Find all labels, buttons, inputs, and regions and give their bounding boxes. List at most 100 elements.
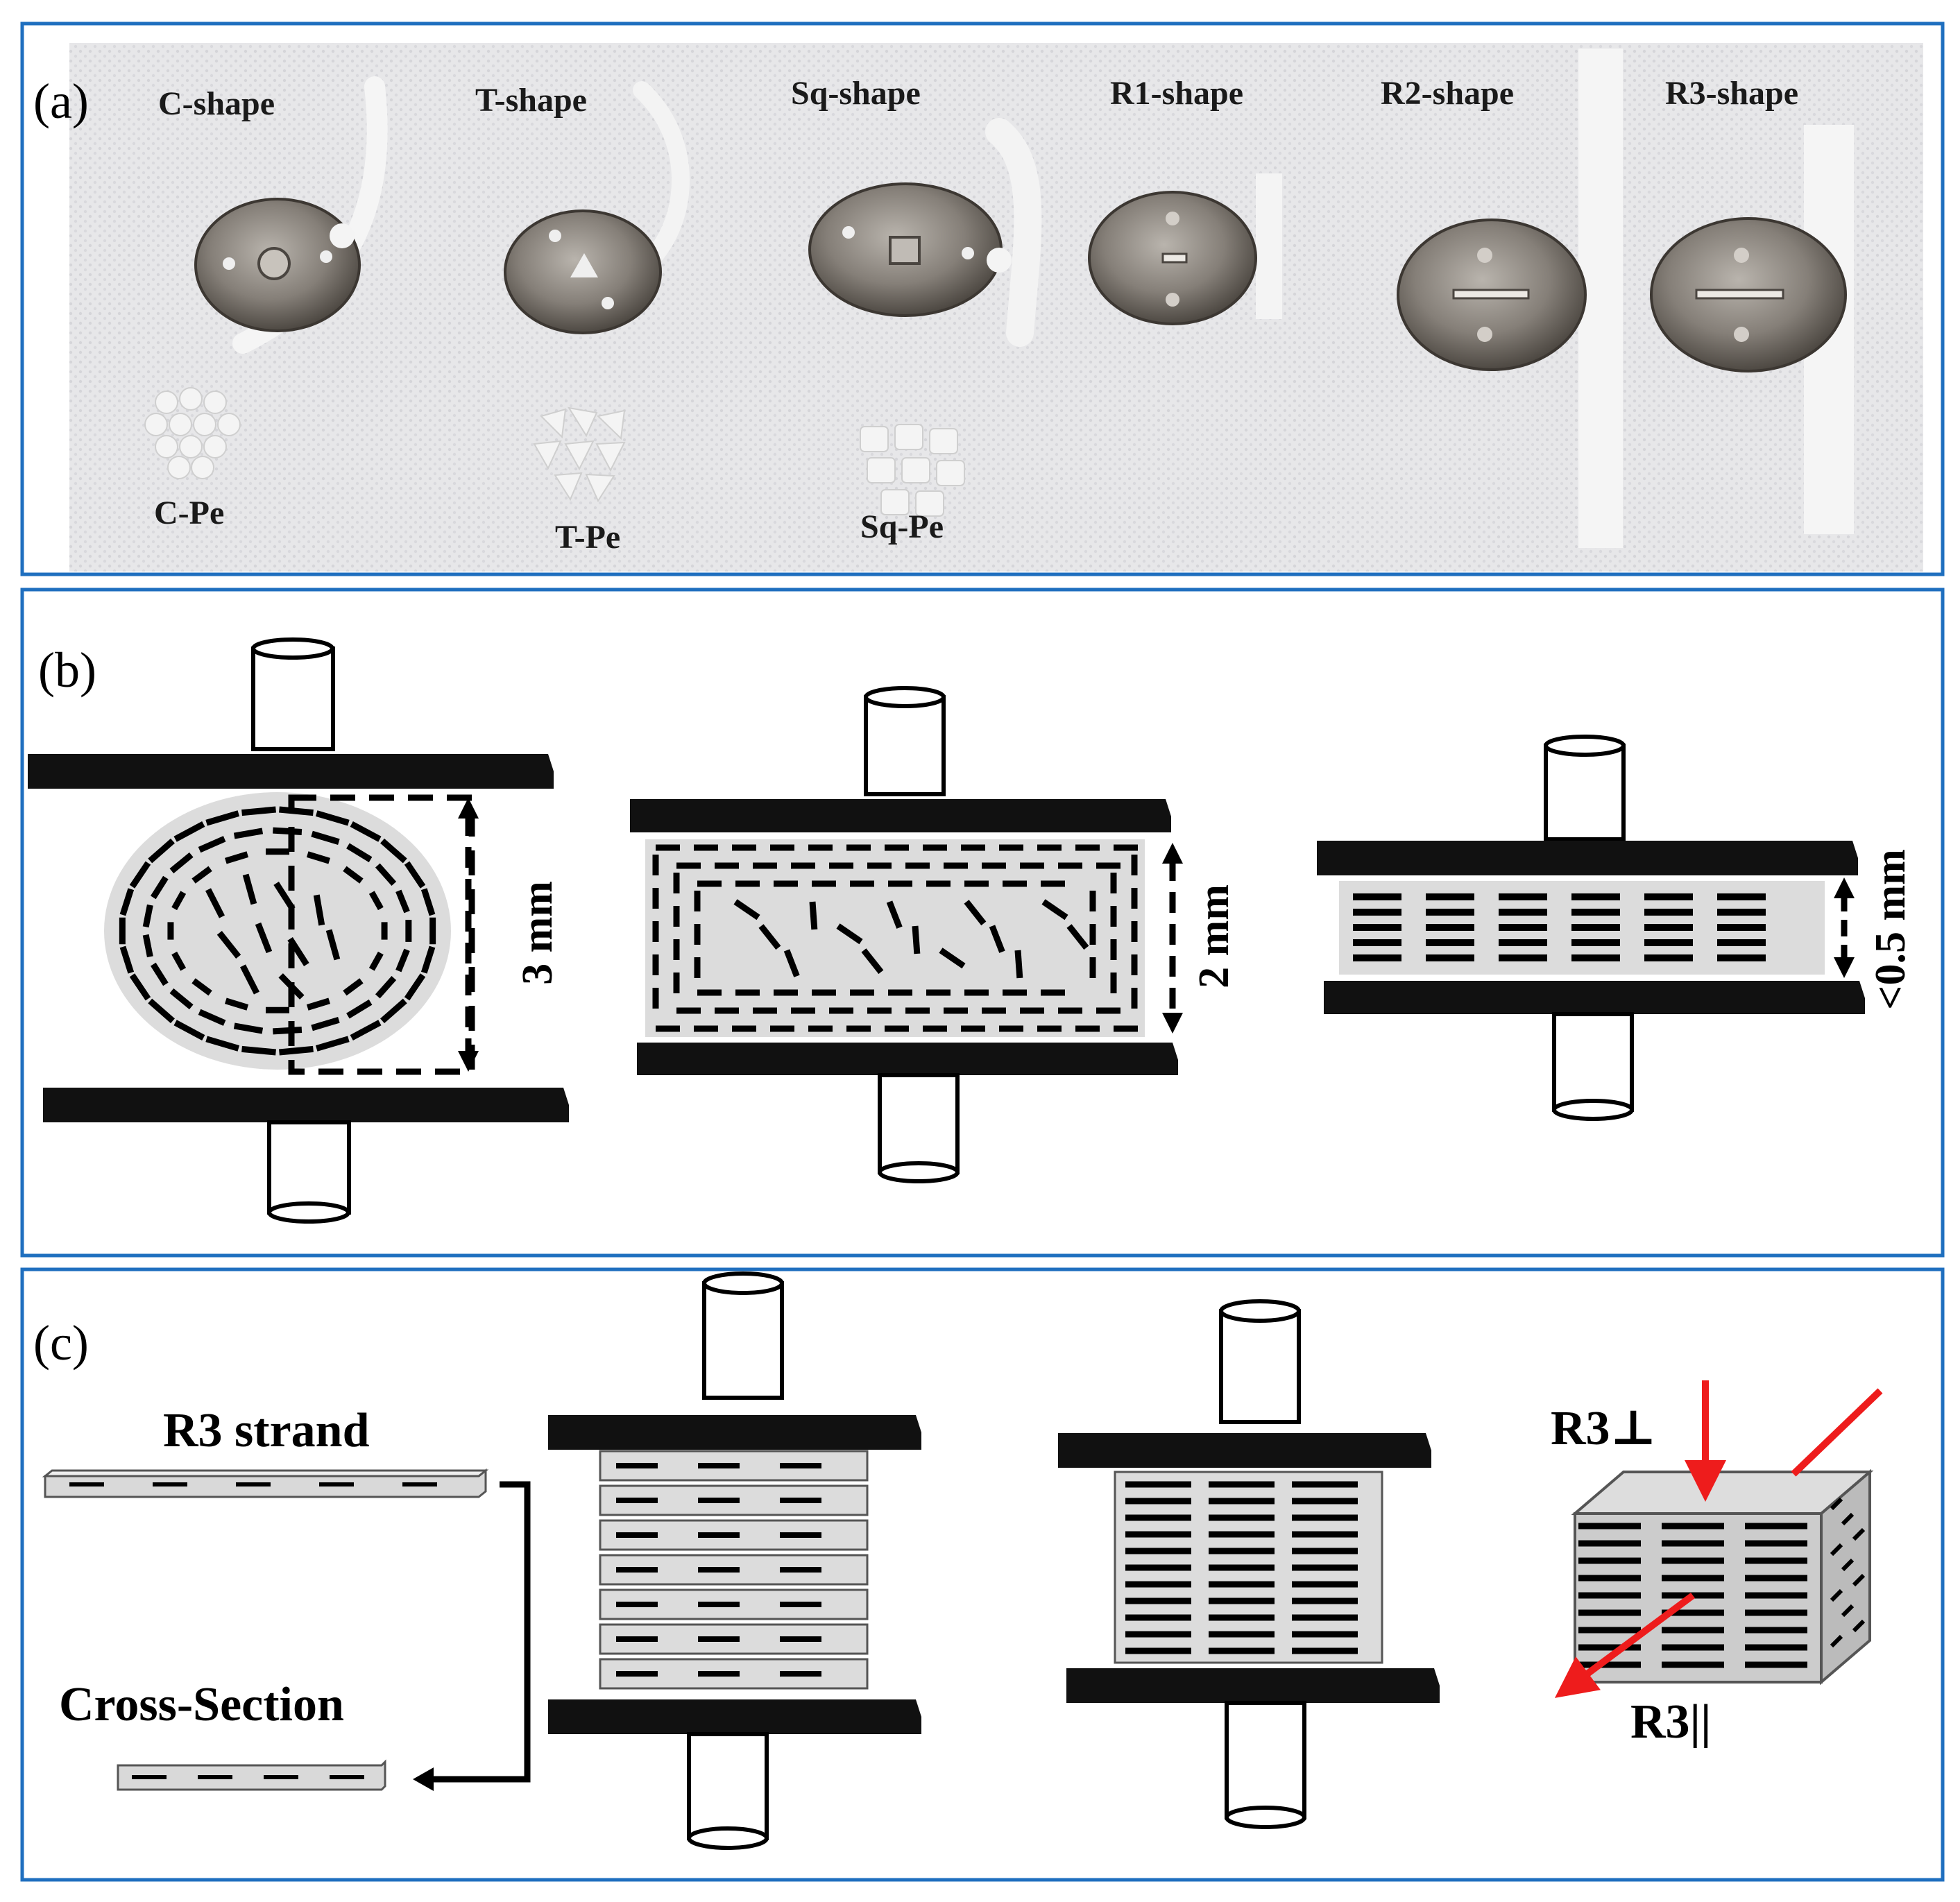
- piston-top: [864, 686, 946, 796]
- die-label-c: C-shape: [158, 85, 275, 122]
- fiber-mark: [375, 863, 397, 886]
- die-sq-shape: [808, 118, 1042, 347]
- r3-strand: [42, 1468, 489, 1498]
- fiber-mark: [279, 1045, 314, 1056]
- block-top-face: [1571, 1471, 1874, 1515]
- fiber-mark: [404, 973, 426, 1001]
- fiber-marks-side: [1830, 1497, 1866, 1648]
- fiber-mark: [198, 836, 226, 853]
- die-label-sq: Sq-shape: [791, 75, 921, 112]
- fiber-mark: [1852, 1573, 1866, 1587]
- die-label-r2: R2-shape: [1381, 75, 1514, 112]
- fiber-mark: [1852, 1527, 1866, 1541]
- fiber-mark: [306, 997, 330, 1011]
- platen-bottom: [43, 1088, 569, 1122]
- fiber-mark: [733, 899, 760, 920]
- press-stage-3: <0.5 mm: [1317, 735, 1914, 1121]
- cross-section-label: Cross-Section: [59, 1678, 344, 1731]
- panel-c: (c) R3 strand Cross-Section: [20, 1267, 1945, 1882]
- cross-section: [117, 1759, 386, 1791]
- stacked-strands: [599, 1450, 869, 1690]
- press-stage-1: 3 mm: [28, 637, 569, 1224]
- fiber-mark: [241, 806, 276, 816]
- platen-top: [548, 1415, 921, 1450]
- fiber-mark: [242, 873, 257, 905]
- pellets-sq: [860, 424, 965, 517]
- press-stage-2: 2 mm: [630, 686, 1238, 1183]
- piston-bottom: [267, 1120, 351, 1224]
- fiber-mark: [129, 973, 151, 1001]
- fiber-mark: [205, 1036, 240, 1052]
- fiber-mark: [375, 976, 397, 999]
- fiber-mark: [964, 900, 987, 926]
- fiber-mark: [809, 901, 818, 930]
- fiber-mark: [150, 875, 169, 900]
- piston-bottom: [878, 1073, 960, 1183]
- piston-bottom: [687, 1732, 769, 1850]
- dimension-label-05mm: <0.5 mm: [1867, 849, 1914, 1010]
- fiber-mark: [119, 888, 135, 916]
- panel-b: (b) 3 mm: [20, 588, 1945, 1258]
- fiber-mark: [171, 891, 187, 911]
- sample-pellet: [104, 792, 451, 1070]
- pellets-c: [144, 387, 241, 479]
- fiber-mark: [1830, 1543, 1843, 1557]
- pellets-t: [533, 406, 626, 503]
- fiber-mark: [783, 949, 800, 977]
- fiber-mark: [173, 821, 205, 842]
- die-r3-shape: [1650, 125, 1854, 534]
- fiber-mark: [395, 948, 410, 973]
- die-label-r3: R3-shape: [1665, 75, 1798, 112]
- fiber-mark: [142, 904, 153, 928]
- fiber-mark: [273, 827, 302, 835]
- fiber-mark: [380, 998, 407, 1024]
- fiber-mark: [233, 1022, 264, 1034]
- panel-a: (a): [20, 22, 1945, 576]
- parallel-arrow: [1554, 1592, 1695, 1698]
- fiber-marks: [1125, 1481, 1358, 1654]
- press-stack-stage: [548, 1271, 921, 1850]
- fiber-mark: [1841, 1512, 1855, 1526]
- piston-bottom: [1552, 1012, 1634, 1121]
- fiber-mark: [171, 951, 187, 971]
- fiber-mark: [225, 997, 249, 1011]
- fiber-mark: [346, 843, 373, 863]
- fiber-mark: [368, 951, 384, 971]
- fiber-mark: [311, 830, 340, 845]
- perp-label: R3⊥: [1551, 1402, 1657, 1455]
- piston-top: [702, 1271, 784, 1400]
- fiber-mark: [1014, 950, 1023, 979]
- platen-bottom: [1324, 981, 1865, 1014]
- fiber-mark: [129, 861, 151, 889]
- fiber-mark: [343, 978, 364, 996]
- press-compressed-stage: [1058, 1299, 1440, 1829]
- fiber-mark: [287, 937, 309, 966]
- fiber-marks: [1578, 1523, 1807, 1668]
- strand-label: R3 strand: [163, 1404, 370, 1457]
- fiber-mark: [198, 1009, 226, 1026]
- fiber-mark: [989, 925, 1005, 953]
- fiber-mark: [148, 838, 175, 864]
- fiber-mark: [150, 962, 169, 986]
- platen-top: [1317, 841, 1858, 875]
- fiber-mark: [1852, 1619, 1866, 1633]
- para-label: R3||: [1630, 1695, 1711, 1749]
- fiber-mark: [420, 945, 436, 974]
- piston-top: [1544, 735, 1626, 841]
- fiber-mark: [315, 1036, 350, 1052]
- fiber-mark: [1841, 1604, 1855, 1618]
- piston-bottom: [1225, 1701, 1306, 1829]
- fiber-mark: [1830, 1497, 1843, 1511]
- fiber-mark: [241, 1045, 276, 1056]
- fiber-mark: [836, 923, 863, 945]
- fiber-mark: [420, 888, 436, 916]
- diagonal-arrow-top: [1791, 1388, 1883, 1477]
- fiber-mark: [148, 998, 175, 1024]
- fiber-mark: [119, 945, 135, 974]
- fiber-mark: [939, 948, 966, 969]
- fiber-mark: [395, 889, 410, 914]
- fiber-mark: [273, 1027, 302, 1035]
- fiber-mark: [1041, 899, 1068, 920]
- fiber-mark: [315, 810, 350, 826]
- fiber-mark: [191, 866, 212, 884]
